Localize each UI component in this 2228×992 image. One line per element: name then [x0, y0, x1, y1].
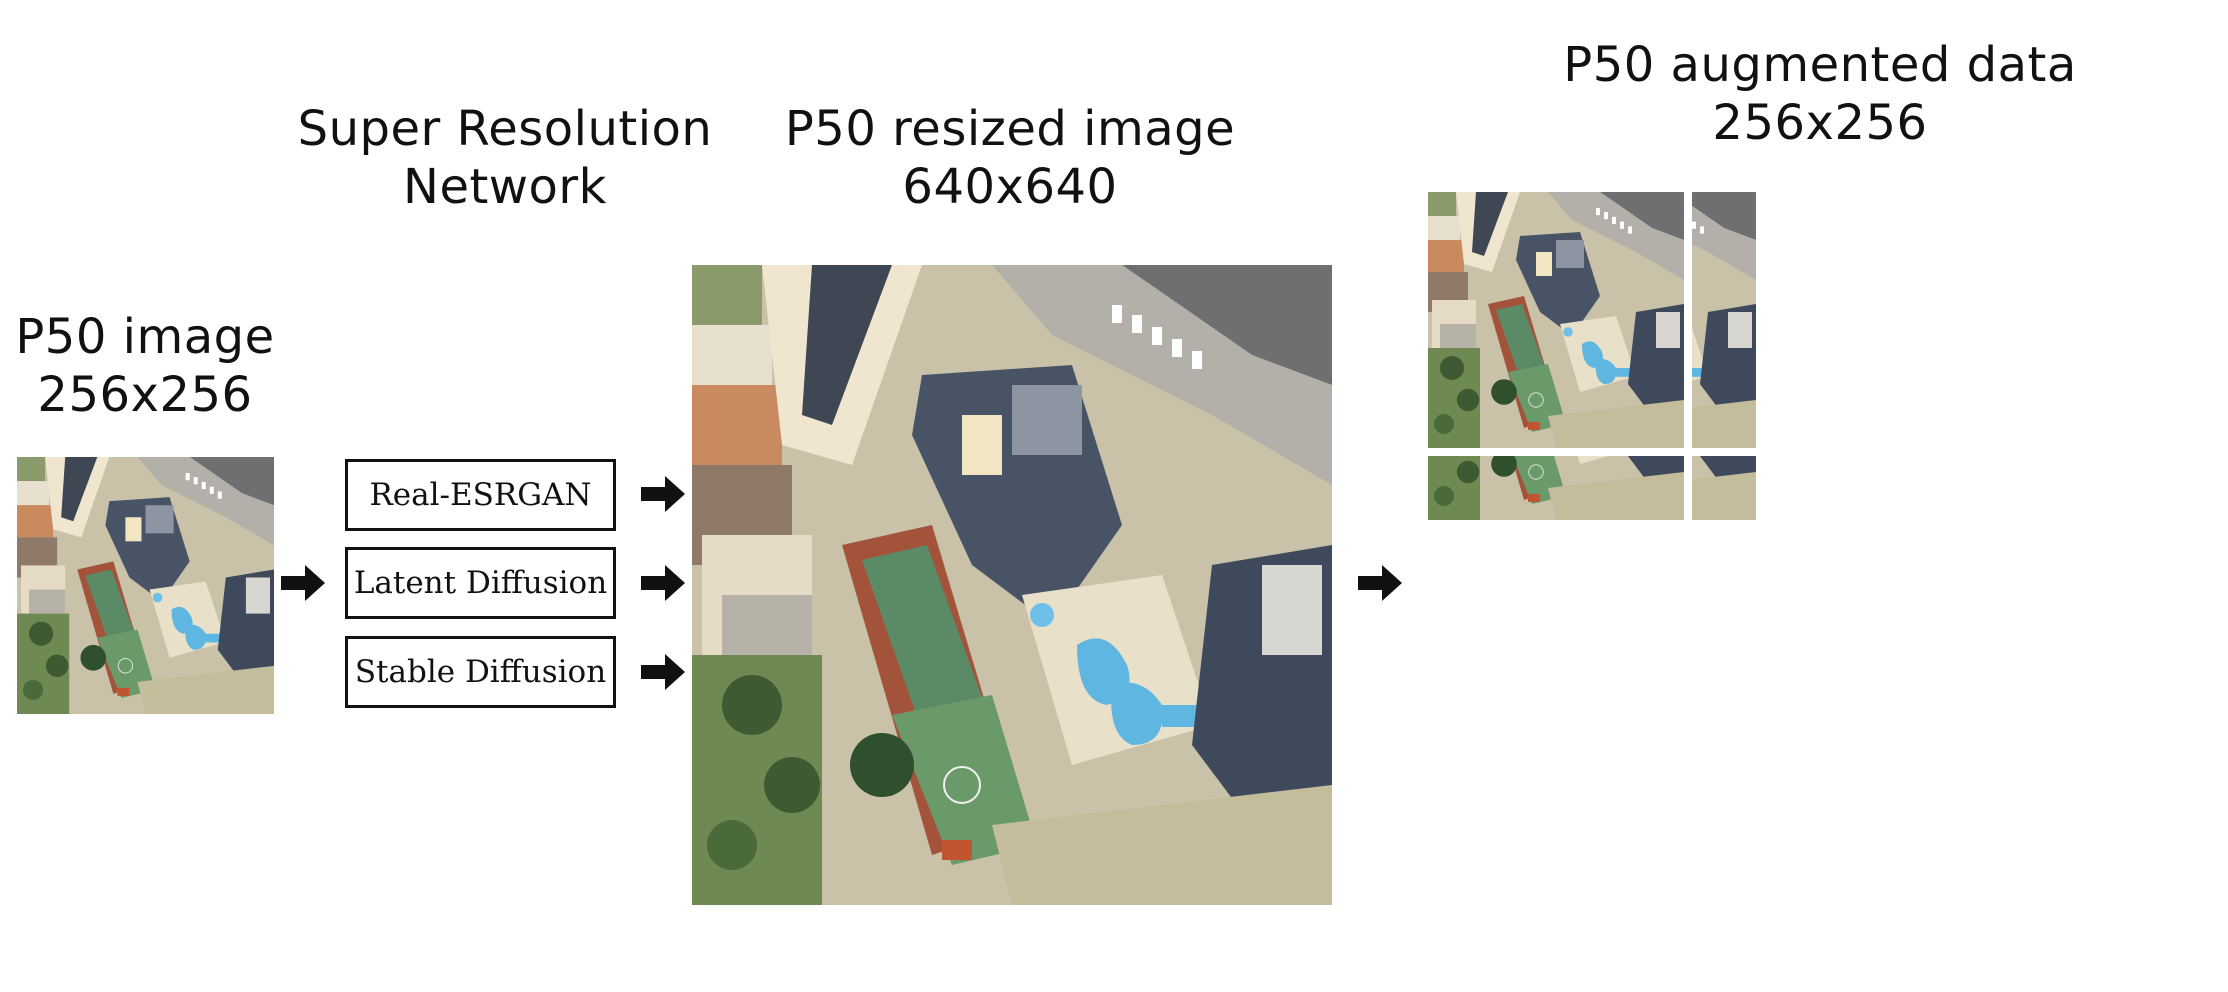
augmented-size-text: 256x256 [1712, 95, 1928, 151]
network-title-line2: Network [403, 159, 607, 215]
augmented-tile-1 [1428, 192, 1684, 448]
network-box-real-esrgan: Real-ESRGAN [345, 459, 616, 531]
network-box-latent-diffusion: Latent Diffusion [345, 547, 616, 619]
resized-title: P50 resized image 640x640 [780, 100, 1240, 216]
augmented-tile-5 [1692, 456, 1948, 712]
augmented-tile-3 [1956, 192, 2212, 448]
network-title-line1: Super Resolution [297, 101, 713, 157]
source-image [17, 457, 274, 714]
right-arrow-icon [641, 654, 685, 690]
augmented-tile-8 [1692, 720, 1948, 976]
augmented-tile-7 [1428, 720, 1684, 976]
augmented-tile-4 [1428, 456, 1684, 712]
network-box-stable-diffusion: Stable Diffusion [345, 636, 616, 708]
right-arrow-icon [281, 565, 325, 601]
resized-size-text: 640x640 [902, 159, 1118, 215]
augmented-tile-9 [1956, 720, 2212, 976]
augmented-title-text: P50 augmented data [1563, 37, 2077, 93]
resized-image [692, 265, 1332, 905]
network-title: Super Resolution Network [290, 100, 720, 216]
augmented-tile-6 [1956, 456, 2212, 712]
source-title-text: P50 image [15, 309, 275, 365]
right-arrow-icon [641, 476, 685, 512]
source-title: P50 image 256x256 [0, 308, 290, 424]
augmented-tile-2 [1692, 192, 1948, 448]
source-size-text: 256x256 [37, 367, 253, 423]
augmented-title: P50 augmented data 256x256 [1560, 36, 2080, 152]
resized-title-text: P50 resized image [784, 101, 1236, 157]
right-arrow-icon [1358, 565, 1402, 601]
right-arrow-icon [641, 565, 685, 601]
